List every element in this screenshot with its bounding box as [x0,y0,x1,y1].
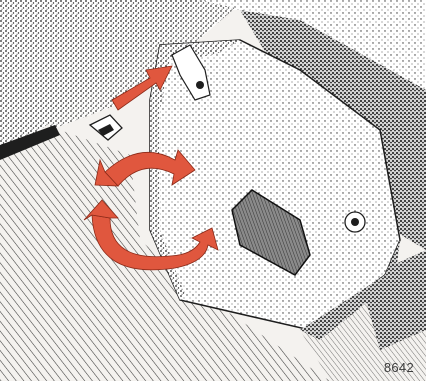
figure-reference-number: 8642 [384,360,414,375]
